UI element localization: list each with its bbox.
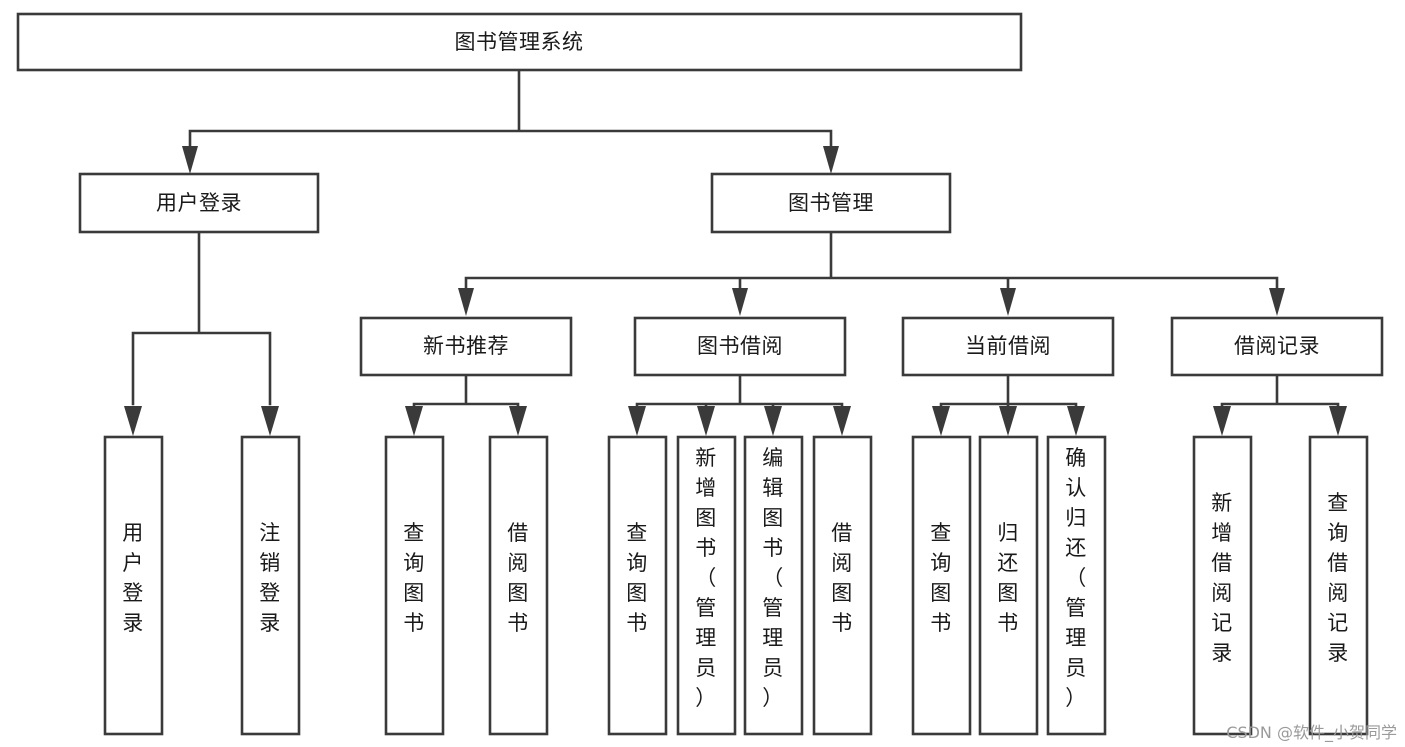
node-book-manage-label: 图书管理 — [788, 191, 874, 215]
arrow-head-leaf-return-book — [999, 406, 1017, 436]
arrow-head-leaf-query-borrow-record — [1329, 406, 1347, 436]
node-borrow-record-box[interactable] — [1170, 316, 1384, 377]
node-leaf-logout-login[interactable]: 注销登录 — [240, 435, 301, 736]
node-root-label: 图书管理系统 — [455, 30, 584, 54]
node-leaf-add-borrow-record-box[interactable] — [1192, 435, 1253, 736]
node-current-borrow[interactable]: 当前借阅 — [901, 316, 1115, 377]
node-leaf-query-book-current-box[interactable] — [911, 435, 972, 736]
arrow-head-leaf-query-book-rec — [405, 406, 423, 436]
node-leaf-query-book-rec-label: 查询图书 — [403, 521, 425, 635]
node-leaf-query-book-rec[interactable]: 查询图书 — [384, 435, 445, 736]
node-leaf-add-book-admin[interactable]: 新增图书（管理员） — [676, 435, 737, 736]
connector-userlogin-to-leaves — [131, 232, 272, 406]
node-leaf-borrow-book-rec-box[interactable] — [488, 435, 549, 736]
connector-root-to-level2 — [188, 68, 833, 165]
arrow-head-leaf-borrow-book-rec — [509, 406, 527, 436]
node-new-book-rec-box[interactable] — [359, 316, 573, 377]
node-leaf-user-login[interactable]: 用户登录 — [103, 435, 164, 736]
node-leaf-confirm-return-admin-box[interactable] — [1046, 435, 1107, 736]
connector-borrowrecord-to-leaves — [1220, 375, 1340, 414]
node-leaf-query-book-rec-box[interactable] — [384, 435, 445, 736]
node-leaf-return-book-label: 归还图书 — [997, 521, 1019, 635]
node-leaf-logout-login-box[interactable] — [240, 435, 301, 736]
node-leaf-edit-book-admin-box[interactable] — [743, 435, 804, 736]
node-leaf-query-borrow-record-label: 查询借阅记录 — [1327, 491, 1349, 665]
node-leaf-query-borrow-record-box[interactable] — [1308, 435, 1369, 736]
node-leaf-confirm-return-admin-label: 确认归还（管理员） — [1065, 446, 1087, 710]
node-leaf-query-book-current-label: 查询图书 — [930, 521, 952, 635]
node-leaf-query-book-borrow-box[interactable] — [607, 435, 668, 736]
node-leaf-borrow-book-rec[interactable]: 借阅图书 — [488, 435, 549, 736]
node-leaf-confirm-return-admin[interactable]: 确认归还（管理员） — [1046, 435, 1107, 736]
node-current-borrow-label: 当前借阅 — [965, 334, 1051, 358]
arrow-head-leaf-borrow-book — [833, 406, 851, 436]
arrow-head-leaf-logout-login — [261, 406, 279, 436]
node-leaf-add-borrow-record-label: 新增借阅记录 — [1211, 491, 1233, 665]
node-leaf-logout-login-label: 注销登录 — [259, 521, 281, 635]
node-user-login-label: 用户登录 — [156, 191, 242, 215]
node-book-manage-box[interactable] — [710, 172, 952, 234]
arrow-head-current-borrow — [1000, 288, 1016, 316]
node-leaf-query-book-borrow-label: 查询图书 — [626, 521, 648, 635]
node-book-borrow-box[interactable] — [633, 316, 847, 377]
arrow-head-leaf-edit-book-admin — [764, 406, 782, 436]
node-leaf-add-book-admin-label: 新增图书（管理员） — [695, 446, 717, 710]
node-leaf-borrow-book-box[interactable] — [812, 435, 873, 736]
node-new-book-rec-label: 新书推荐 — [423, 334, 509, 358]
node-leaf-query-borrow-record[interactable]: 查询借阅记录 — [1308, 435, 1369, 736]
node-new-book-rec[interactable]: 新书推荐 — [359, 316, 573, 377]
arrow-head-leaf-add-book-admin — [697, 406, 715, 436]
connector-bookborrow-to-leaves — [635, 375, 844, 414]
node-leaf-edit-book-admin-label: 编辑图书（管理员） — [762, 446, 784, 710]
connector-layer — [124, 68, 1347, 436]
node-leaf-add-book-admin-box[interactable] — [676, 435, 737, 736]
node-book-manage[interactable]: 图书管理 — [710, 172, 952, 234]
node-borrow-record-label: 借阅记录 — [1234, 334, 1320, 358]
arrow-head-leaf-query-book-current — [932, 406, 950, 436]
arrow-head-leaf-add-borrow-record — [1213, 406, 1231, 436]
node-user-login[interactable]: 用户登录 — [78, 172, 320, 234]
node-leaf-add-borrow-record[interactable]: 新增借阅记录 — [1192, 435, 1253, 736]
node-book-borrow-label: 图书借阅 — [697, 334, 783, 358]
node-leaf-return-book-box[interactable] — [978, 435, 1039, 736]
node-book-borrow[interactable]: 图书借阅 — [633, 316, 847, 377]
node-current-borrow-box[interactable] — [901, 316, 1115, 377]
connector-bookmanage-to-level3 — [464, 232, 1279, 307]
node-leaf-return-book[interactable]: 归还图书 — [978, 435, 1039, 736]
arrow-head-book-borrow — [732, 288, 748, 316]
arrow-head-user-login — [182, 146, 198, 174]
node-leaf-user-login-box[interactable] — [103, 435, 164, 736]
arrow-head-new-book-rec — [458, 288, 474, 316]
node-borrow-record[interactable]: 借阅记录 — [1170, 316, 1384, 377]
node-leaf-borrow-book-label: 借阅图书 — [831, 521, 853, 635]
arrow-head-book-manage — [823, 146, 839, 174]
node-leaf-borrow-book-rec-label: 借阅图书 — [507, 521, 529, 635]
node-root[interactable]: 图书管理系统 — [16, 12, 1023, 72]
arrow-head-leaf-confirm-return-admin — [1067, 406, 1085, 436]
node-leaf-query-book-borrow[interactable]: 查询图书 — [607, 435, 668, 736]
arrow-head-leaf-query-book-borrow — [628, 406, 646, 436]
arrow-head-leaf-user-login — [124, 406, 142, 436]
node-leaf-user-login-label: 用户登录 — [122, 521, 144, 635]
node-user-login-box[interactable] — [78, 172, 320, 234]
node-root-box[interactable] — [16, 12, 1023, 72]
node-leaf-borrow-book[interactable]: 借阅图书 — [812, 435, 873, 736]
node-leaf-edit-book-admin[interactable]: 编辑图书（管理员） — [743, 435, 804, 736]
connector-newbookrec-to-leaves — [412, 375, 520, 414]
node-leaf-query-book-current[interactable]: 查询图书 — [911, 435, 972, 736]
arrow-head-borrow-record — [1269, 288, 1285, 316]
